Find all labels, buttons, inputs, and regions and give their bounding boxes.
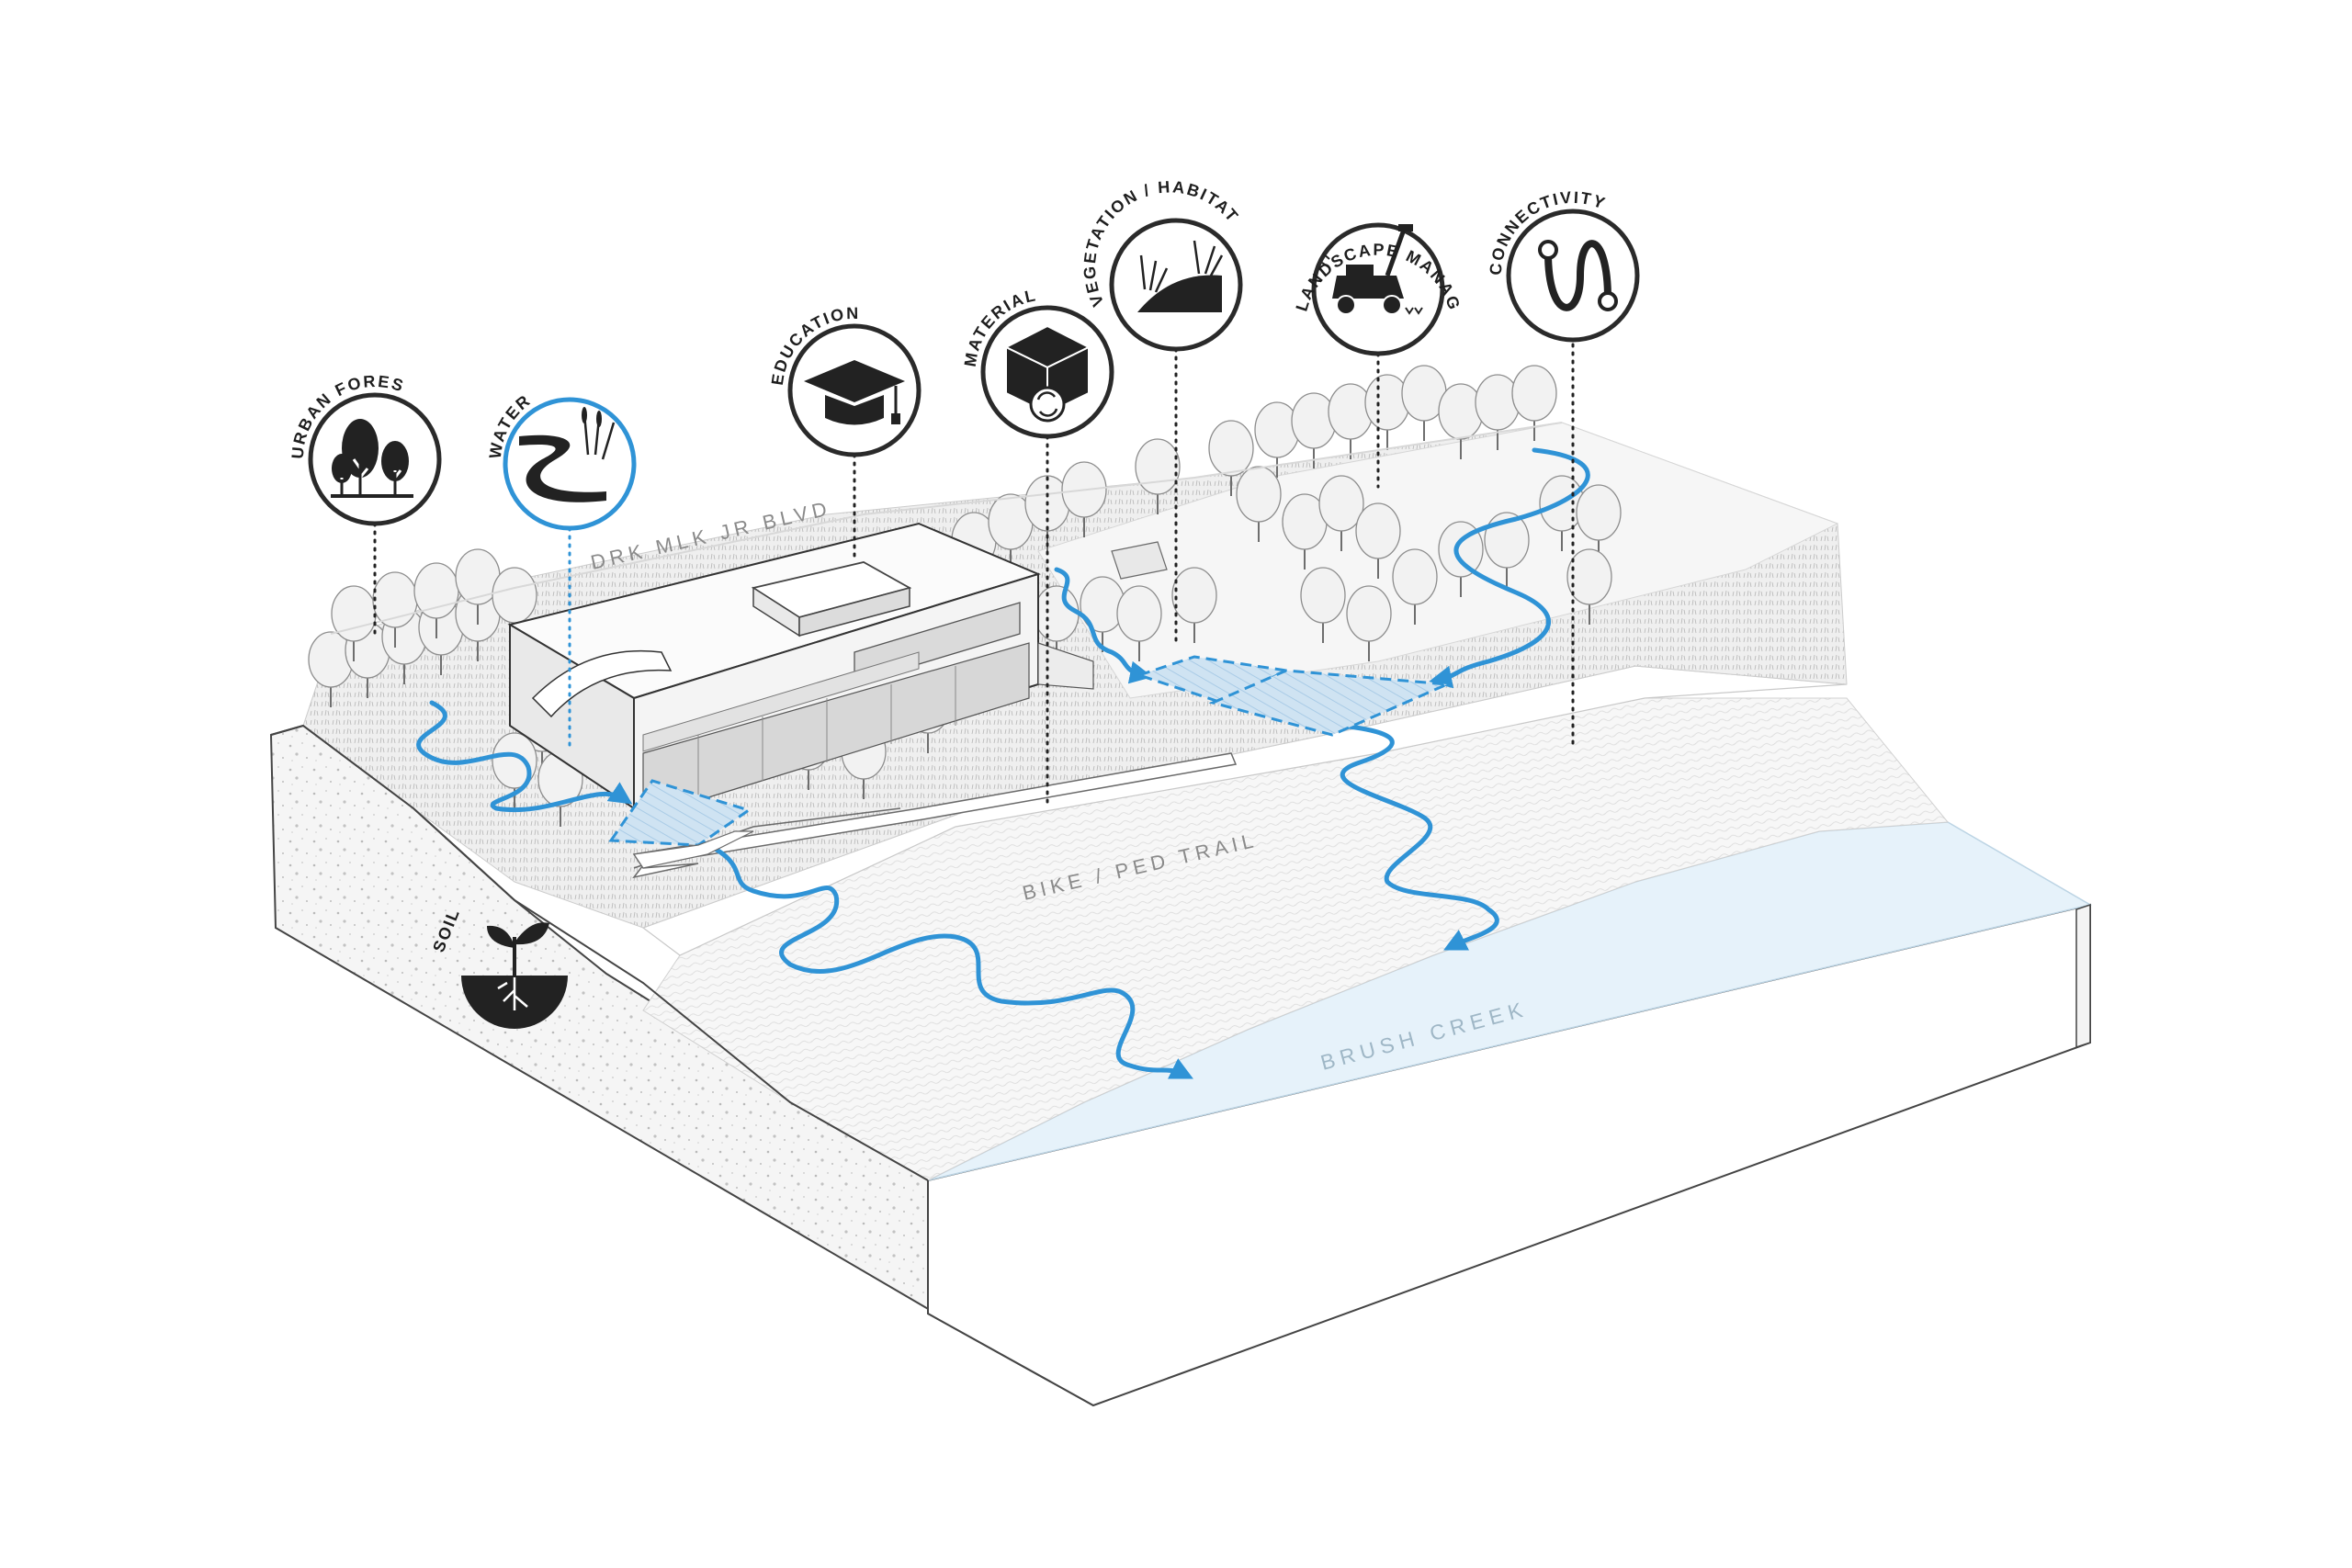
flow-path-lower bbox=[695, 838, 1193, 1079]
label-urban-forest: URBAN FOREST bbox=[0, 0, 405, 459]
building bbox=[507, 522, 1094, 818]
flow-path-top-left bbox=[1054, 567, 1153, 684]
badge-materials: MATERIALS bbox=[0, 0, 1114, 439]
water-flows bbox=[416, 447, 1590, 1079]
badge-vegetation: VEGETATION / HABITAT bbox=[1080, 177, 1243, 352]
svg-text:MATERIALS: MATERIALS bbox=[0, 0, 1038, 368]
rain-garden-left bbox=[608, 779, 752, 847]
label-landscape: LANDSCAPE MANAGEMENT bbox=[0, 0, 1463, 313]
sprout-icon bbox=[461, 922, 568, 1029]
label-materials: MATERIALS bbox=[0, 0, 1036, 368]
svg-text:LANDSCAPE MANAGEMENT: LANDSCAPE MANAGEMENT bbox=[0, 0, 1464, 313]
lawn-mower-icon bbox=[1321, 224, 1423, 315]
badge-education: EDUCATION bbox=[768, 304, 922, 457]
badge-landscape: LANDSCAPE MANAGEMENT bbox=[0, 0, 1464, 356]
flow-path-right bbox=[1339, 723, 1499, 951]
badge-urban-forest: URBAN FOREST bbox=[0, 0, 442, 526]
pond-structure bbox=[1111, 541, 1168, 580]
svg-text:URBAN FOREST: URBAN FOREST bbox=[0, 0, 407, 459]
retaining-wall bbox=[632, 752, 1238, 879]
bioretention-areas bbox=[608, 655, 1448, 869]
stream-icon bbox=[519, 407, 616, 502]
creek-side bbox=[2075, 903, 2091, 1049]
graduation-cap-icon bbox=[804, 360, 905, 425]
rain-garden-right bbox=[1208, 669, 1448, 737]
recycle-box-icon bbox=[1003, 324, 1091, 423]
flow-path-forest bbox=[1429, 447, 1590, 689]
hill-grass-icon bbox=[1137, 240, 1224, 312]
trees-icon bbox=[331, 419, 413, 498]
flow-path-left bbox=[416, 700, 633, 812]
terrain-block bbox=[269, 422, 2093, 1407]
rain-garden-center bbox=[1135, 655, 1291, 705]
winding-path-icon bbox=[1538, 240, 1618, 311]
badge-connectivity: CONNECTIVITY bbox=[1487, 188, 1640, 343]
leader-lines bbox=[373, 343, 1575, 806]
badge-water: WATER bbox=[486, 390, 637, 531]
